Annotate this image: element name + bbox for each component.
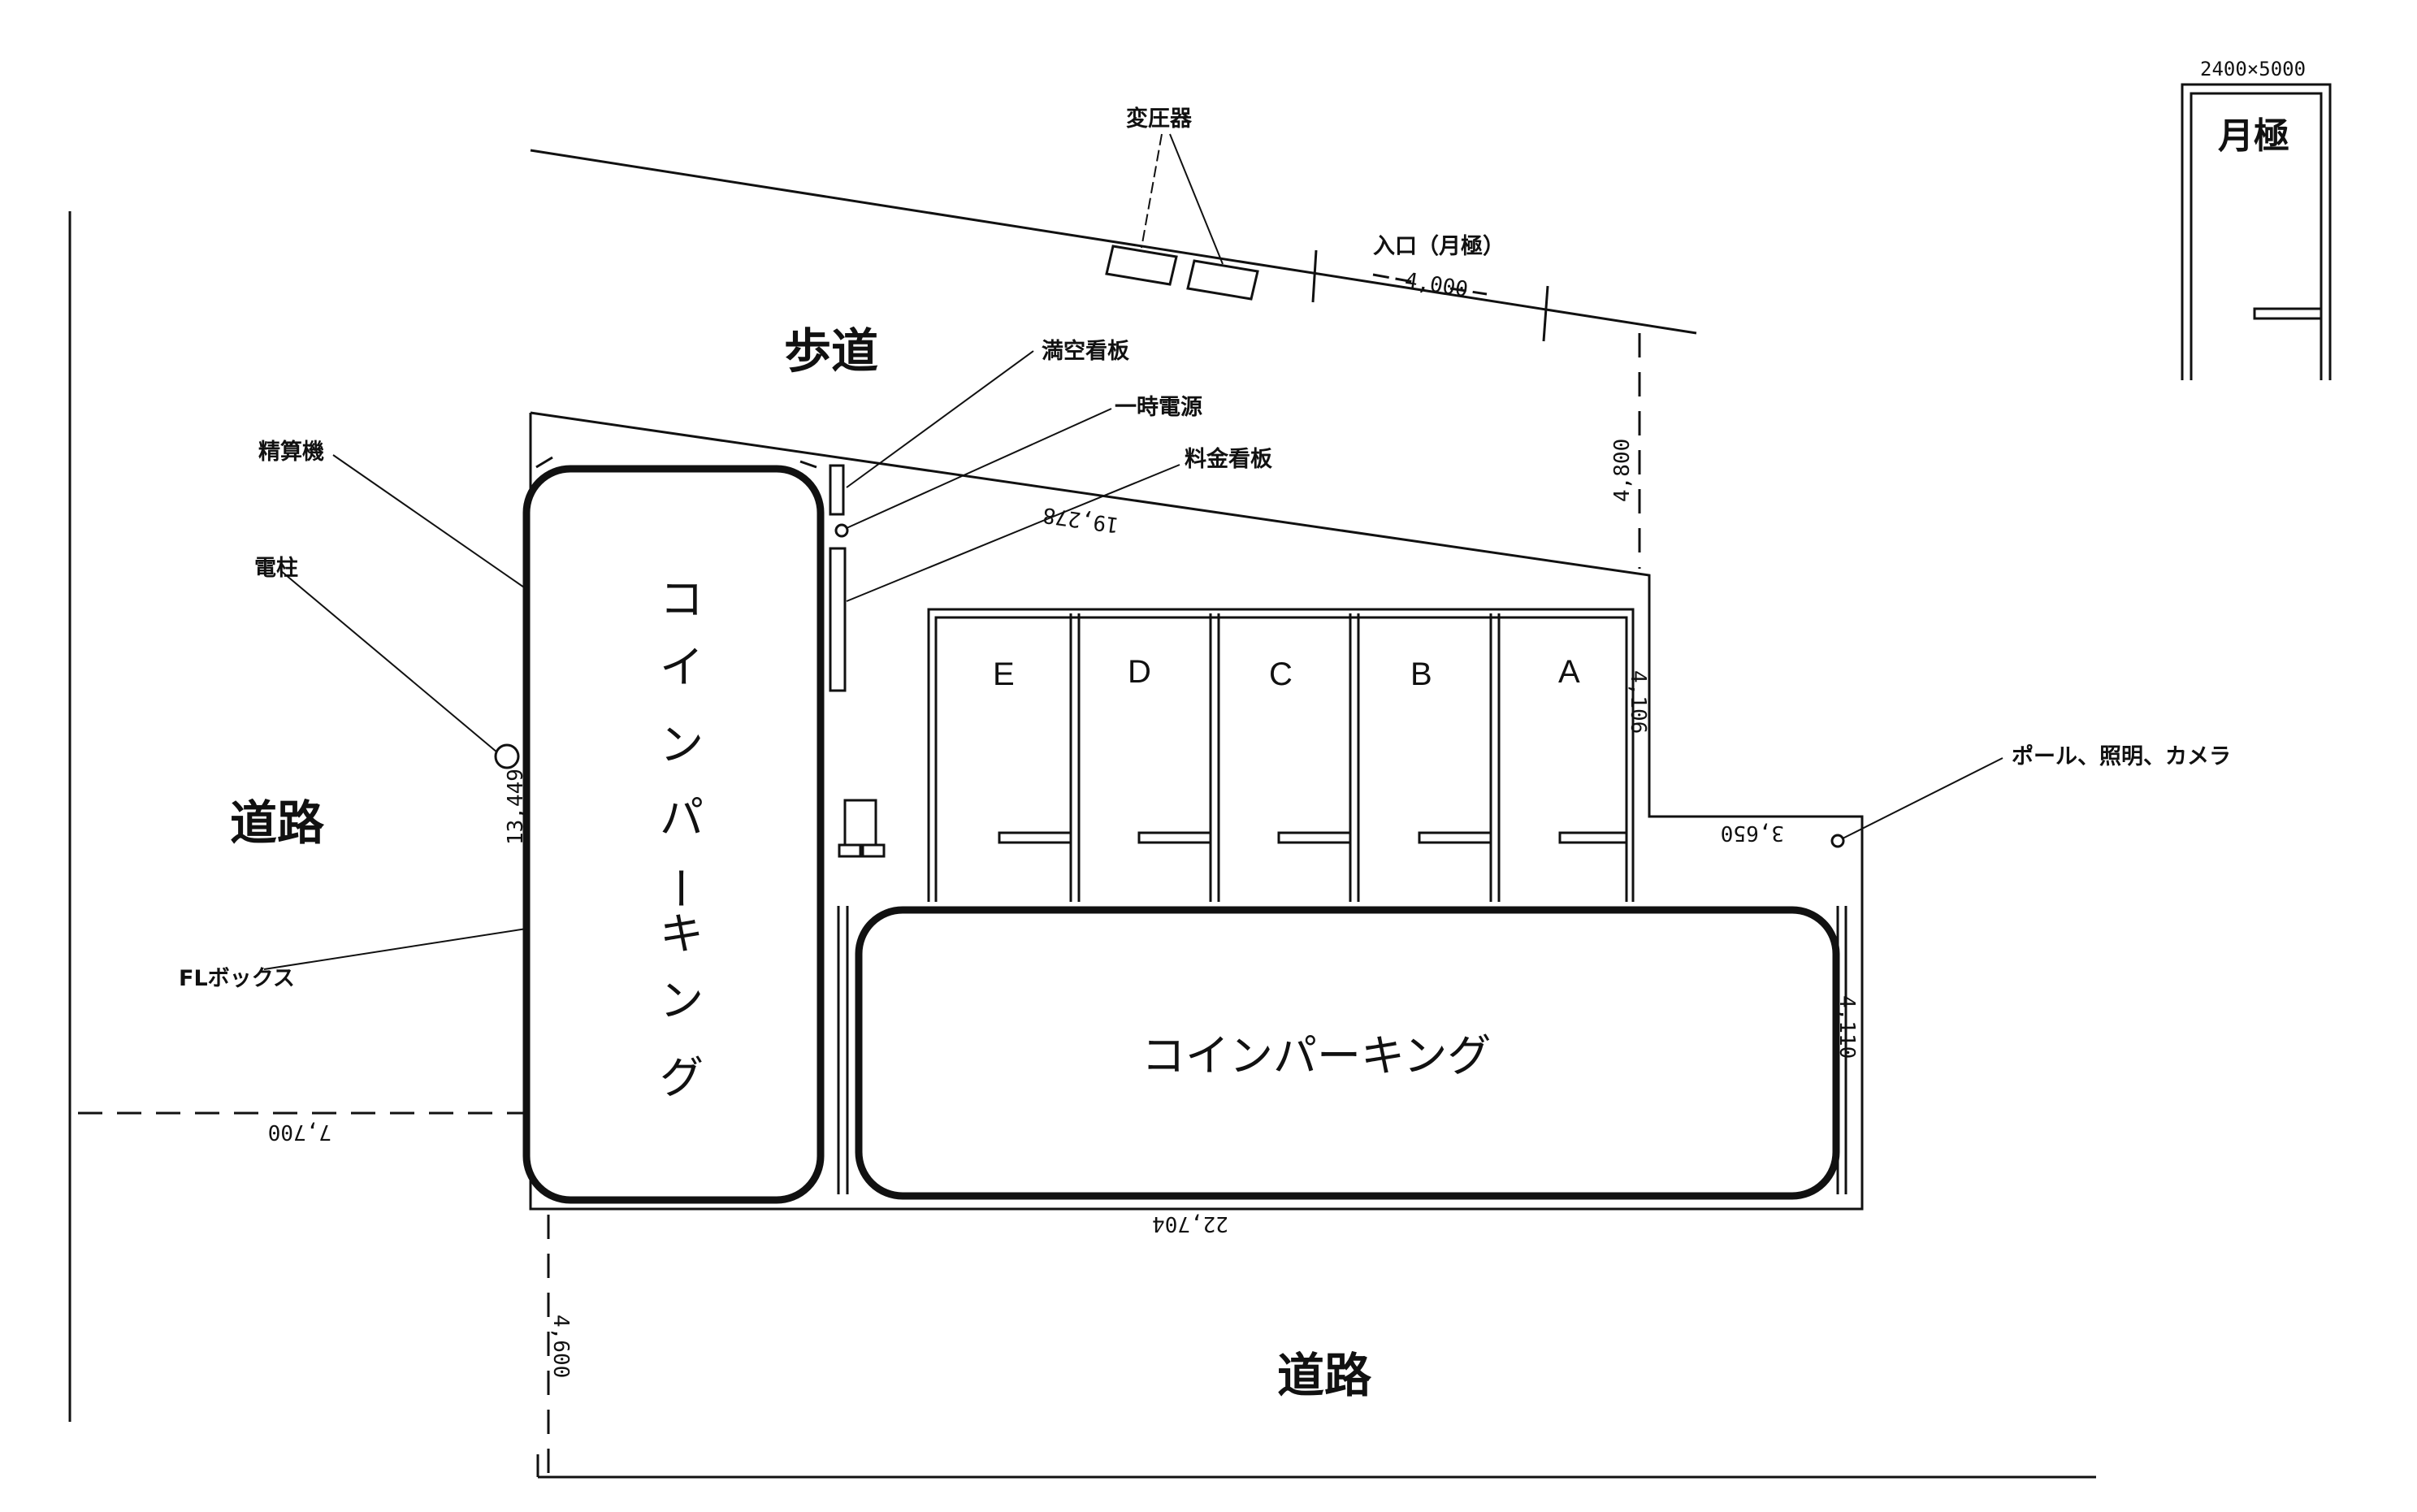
- payment-machine-label: 精算機: [258, 439, 324, 465]
- legend: 2400×5000 月極: [2181, 58, 2332, 380]
- coin-char: コ: [660, 574, 704, 625]
- coin-parking-vertical-box: [522, 465, 825, 1204]
- dim-entrance-width: 4,000: [1403, 268, 1470, 302]
- coin-char: グ: [660, 1052, 704, 1103]
- coin-parking-vertical-text: コ イ ン パ ー キ ン グ: [654, 574, 705, 1103]
- road-left-label: 道路: [230, 795, 325, 851]
- fee-sign-symbol: [829, 547, 847, 692]
- sidewalk-label: 歩道: [784, 323, 878, 379]
- bay-label-c: C: [1269, 656, 1293, 692]
- coin-char: ン: [660, 975, 704, 1026]
- coin-char: ン: [660, 719, 704, 770]
- entrance-ticks: [1311, 249, 1549, 342]
- equipment-group: [494, 456, 1845, 858]
- fee-sign-label: 料金看板: [1185, 446, 1272, 472]
- entrance-label: 入口（月極）: [1373, 234, 1505, 259]
- dimension-dashed-lines: [78, 333, 1641, 1475]
- bay-label-d: D: [1128, 654, 1151, 690]
- bay-label-e: E: [993, 656, 1015, 692]
- vacancy-sign-label: 満空看板: [1042, 338, 1129, 364]
- dim-left-road: 7,700: [268, 1120, 331, 1144]
- dim-step-width: 3,650: [1721, 821, 1784, 845]
- legend-size-label: 2400×5000: [2200, 58, 2306, 80]
- dim-bay-depth: 4,106: [1626, 670, 1650, 734]
- coin-parking-horizontal-box: [855, 906, 1840, 1200]
- transformer-leaders: [1141, 133, 1224, 265]
- coin-char: ー: [654, 866, 705, 910]
- dim-right-lower: 4,110: [1834, 995, 1859, 1059]
- utility-pole-label: 電柱: [254, 556, 298, 581]
- payment-machine-symbol: [843, 799, 877, 847]
- coin-char: キ: [660, 908, 704, 960]
- pole-light-camera-label: ポール、照明、カメラ: [2012, 744, 2231, 769]
- dim-right-upper: 4,800: [1610, 439, 1635, 502]
- bay-label-a: A: [1558, 654, 1580, 690]
- temp-power-label: 一時電源: [1115, 395, 1202, 420]
- transformer-label: 変圧器: [1126, 106, 1193, 132]
- site-outline: [529, 411, 1864, 1211]
- vacancy-sign-symbol: [829, 464, 845, 516]
- coin-parking-horizontal-text: コインパーキング: [1141, 1030, 1491, 1081]
- callout-leaders: [263, 350, 2003, 970]
- coin-char: イ: [660, 642, 704, 693]
- bay-label-b: B: [1410, 656, 1432, 692]
- transformer-symbols: [1105, 245, 1259, 301]
- monthly-bays: [927, 608, 1635, 902]
- sidewalk-edge-line: [530, 149, 1697, 335]
- coin-char: パ: [660, 792, 704, 843]
- pole-light-camera-symbol: [1830, 834, 1845, 848]
- road-bottom-label: 道路: [1277, 1348, 1372, 1403]
- dim-left-edge: 13,449: [504, 769, 528, 845]
- legend-label: 月極: [2218, 115, 2289, 157]
- dim-bottom-edge: 22,704: [1152, 1211, 1228, 1236]
- dim-bottom-road: 4,600: [548, 1315, 573, 1378]
- dim-top-edge: 19,278: [1042, 502, 1120, 537]
- utility-pole-symbol: [494, 743, 520, 769]
- fl-box-label: FLボックス: [179, 966, 295, 991]
- temp-power-symbol: [834, 523, 849, 538]
